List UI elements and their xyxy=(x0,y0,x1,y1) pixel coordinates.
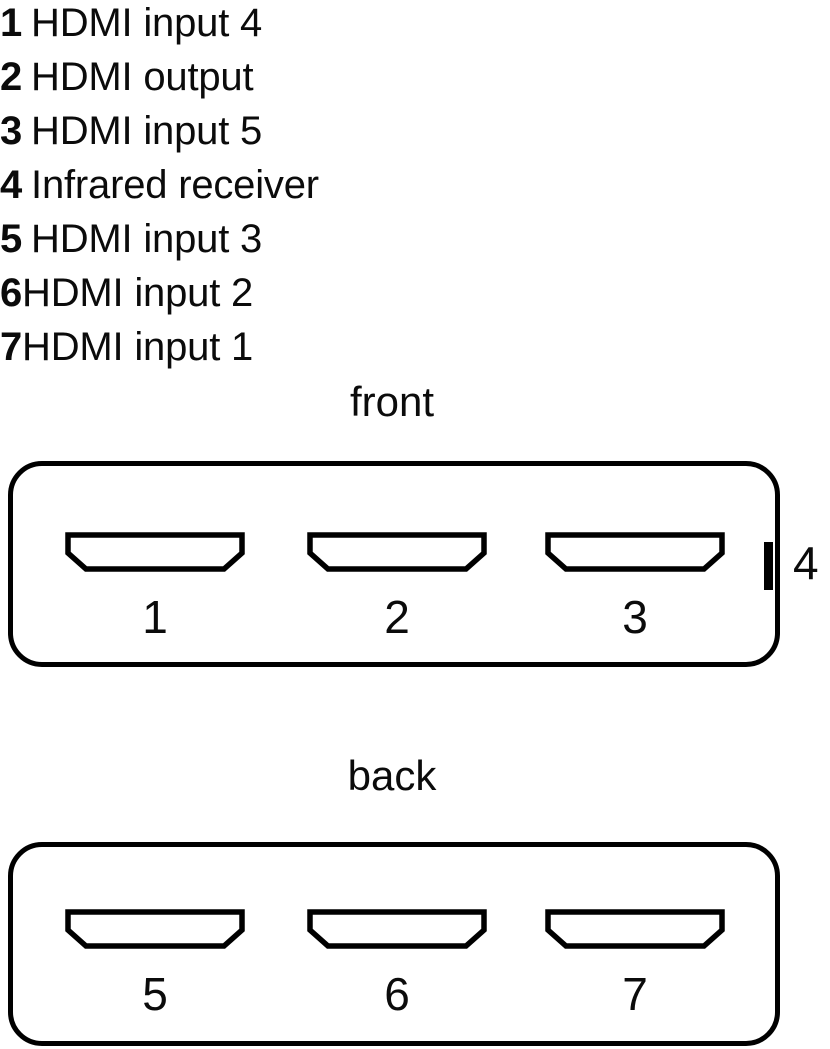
infrared-receiver-number-label: 4 xyxy=(793,537,819,589)
back-panel-diagram: 5 6 7 xyxy=(8,842,780,1046)
back-panel-caption: back xyxy=(347,752,437,799)
legend-item-label: HDMI output xyxy=(31,55,254,99)
port-number-label: 3 xyxy=(622,591,648,643)
legend-item-label: HDMI input 4 xyxy=(31,1,263,45)
hdmi-port-icon xyxy=(65,532,245,572)
hdmi-port-icon xyxy=(307,532,487,572)
hdmi-port-icon xyxy=(65,909,245,949)
legend-item-number: 3 xyxy=(0,109,23,153)
front-panel-diagram: 1 2 3 xyxy=(8,461,780,667)
legend-item-7: 7HDMI input 1 xyxy=(0,320,560,374)
hdmi-port-icon xyxy=(545,909,725,949)
legend-item-number: 4 xyxy=(0,163,23,207)
legend-item-label: Infrared receiver xyxy=(31,163,319,207)
legend-item-number: 1 xyxy=(0,1,23,45)
legend-item-number: 7 xyxy=(0,325,23,369)
infrared-receiver-icon xyxy=(764,542,773,590)
legend-item-number: 5 xyxy=(0,217,23,261)
hdmi-port-icon xyxy=(307,909,487,949)
port-number-label: 2 xyxy=(384,591,410,643)
front-panel-caption: front xyxy=(349,378,435,425)
port-number-label: 5 xyxy=(142,968,168,1020)
hdmi-port-icon xyxy=(545,532,725,572)
legend-item-label: HDMI input 3 xyxy=(31,217,263,261)
legend-item-label: HDMI input 5 xyxy=(31,109,263,153)
legend-item-number: 6 xyxy=(0,271,23,315)
port-number-label: 7 xyxy=(622,968,648,1020)
legend-item-6: 6HDMI input 2 xyxy=(0,266,560,320)
port-number-label: 6 xyxy=(384,968,410,1020)
legend-item-label: HDMI input 1 xyxy=(22,325,254,369)
legend-item-label: HDMI input 2 xyxy=(22,271,254,315)
port-number-label: 1 xyxy=(142,591,168,643)
legend-item-number: 2 xyxy=(0,55,23,99)
